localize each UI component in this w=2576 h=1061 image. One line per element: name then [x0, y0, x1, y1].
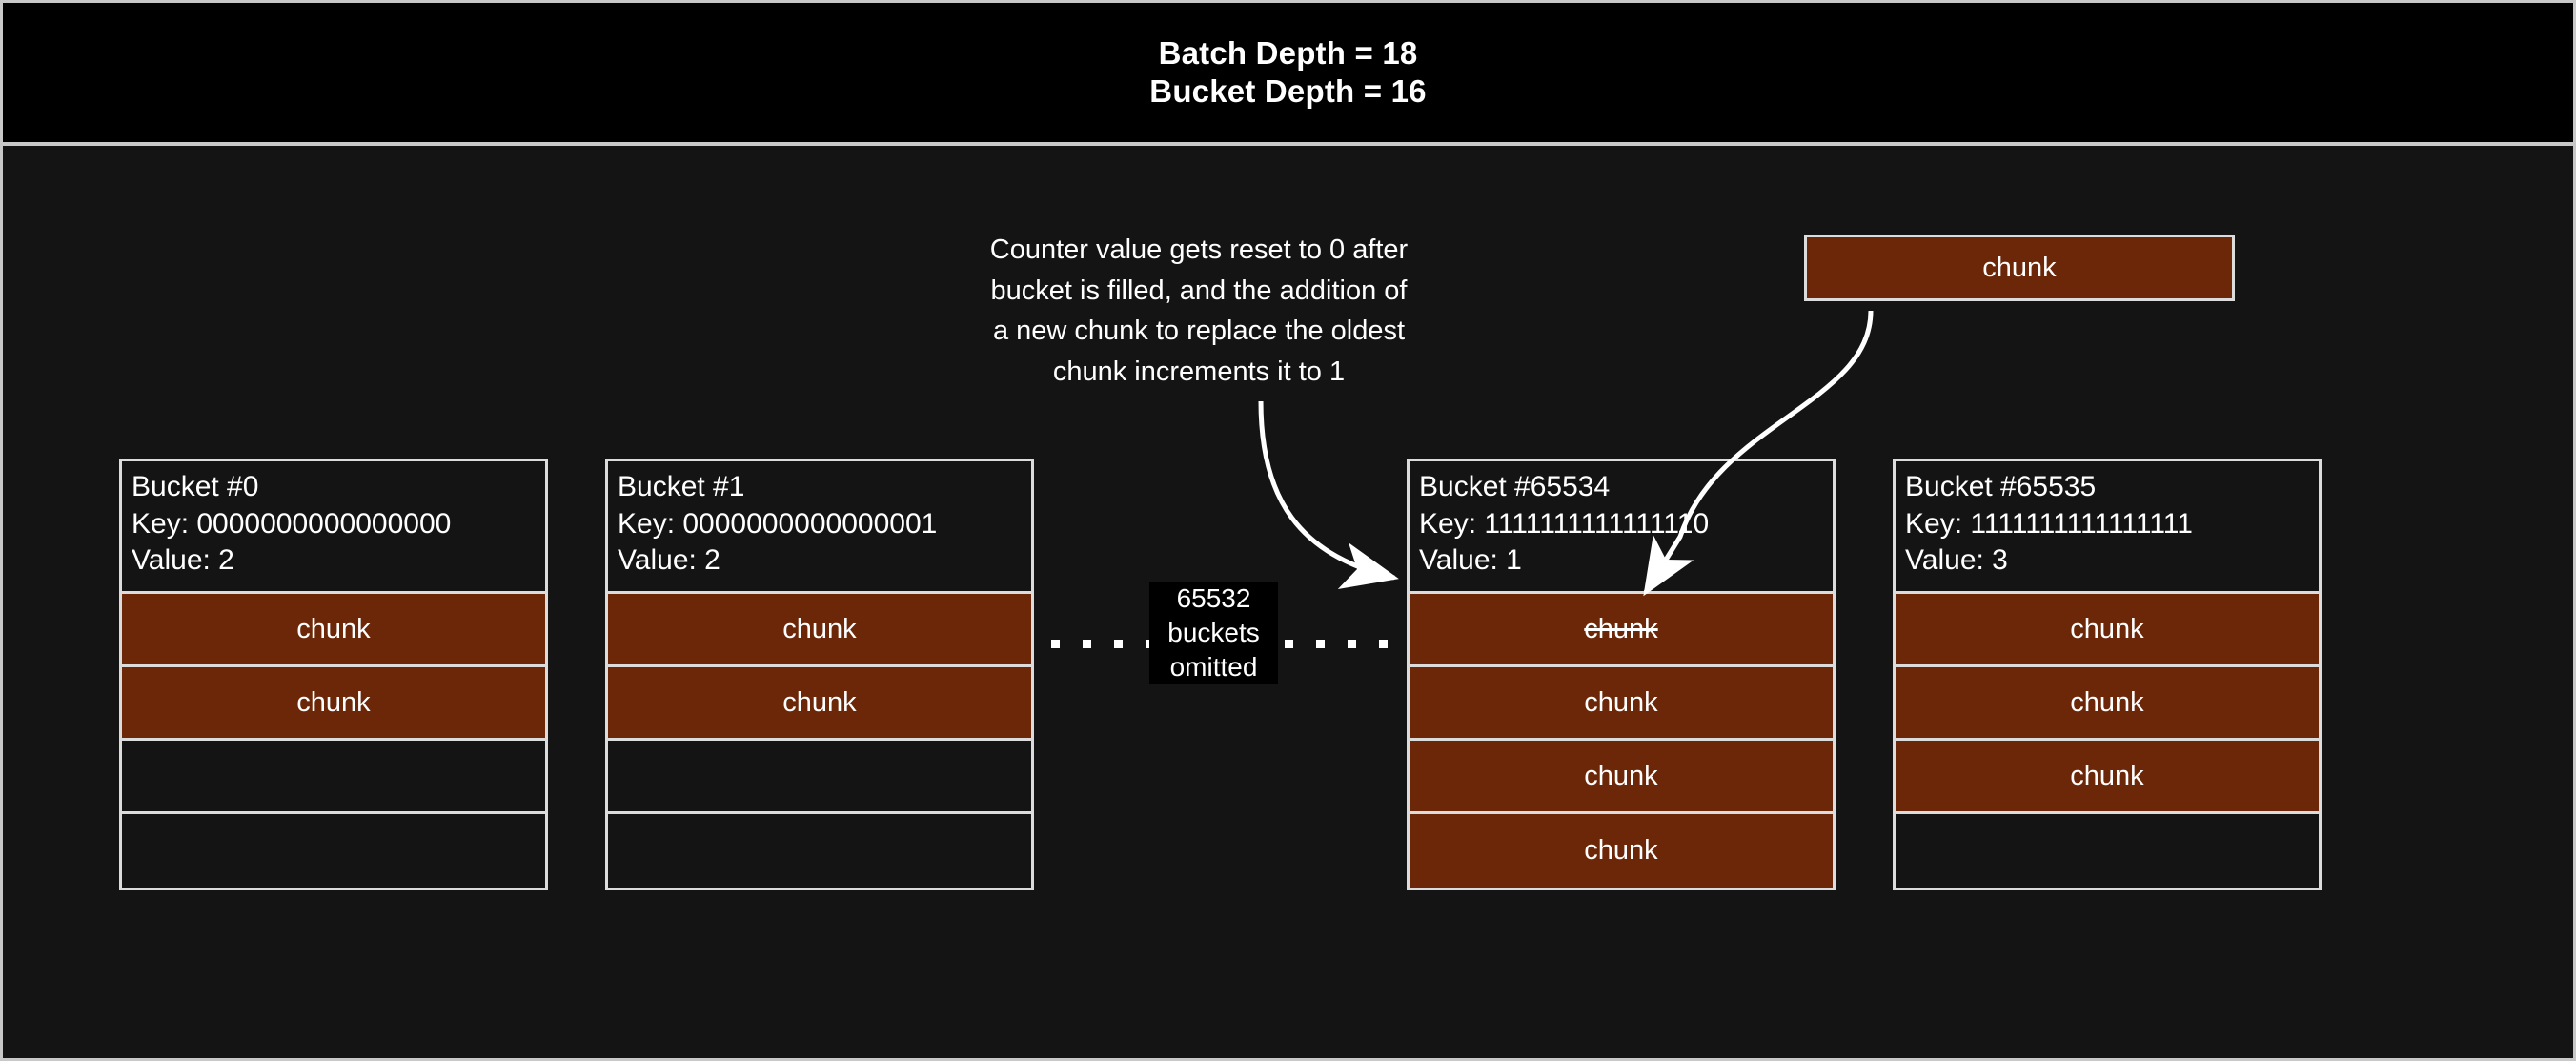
- bucket-value-65534: Value: 1: [1419, 544, 1522, 577]
- bucket-value-0: Value: 2: [132, 544, 234, 577]
- dot: [1316, 640, 1325, 648]
- bucket-title-1: Bucket #1: [618, 471, 745, 502]
- bucket-header-0: Bucket #0 Key: 0000000000000000 Value: 2: [122, 461, 545, 595]
- dot: [1285, 640, 1293, 648]
- bucket-key-65534: Key: 1111111111111110: [1419, 507, 1710, 540]
- annotation-line-2: bucket is filled, and the addition of: [990, 275, 1408, 306]
- bucket-slot: chunk: [122, 667, 545, 742]
- bucket-title-0: Bucket #0: [132, 471, 259, 502]
- bucket-slot-empty: [608, 741, 1031, 815]
- bucket-slot-empty: [122, 814, 545, 888]
- slot-label: chunk: [296, 613, 371, 644]
- bucket-title-65534: Bucket #65534: [1419, 471, 1611, 502]
- slot-label: chunk: [1584, 760, 1658, 791]
- incoming-chunk-label: chunk: [1982, 252, 2057, 283]
- slot-label: chunk: [1584, 686, 1658, 718]
- diagram-header: Batch Depth = 18 Bucket Depth = 16: [3, 3, 2573, 146]
- omitted-word: omitted: [1169, 651, 1258, 682]
- slot-label-struck: chunk: [1584, 613, 1658, 644]
- slot-label: chunk: [782, 686, 857, 718]
- bucket-slot-empty: [1896, 814, 2319, 888]
- bucket-key-1: Key: 0000000000000001: [618, 507, 938, 540]
- bucket-slot-empty: [608, 814, 1031, 888]
- annotation-line-1: Counter value gets reset to 0 after: [989, 235, 1409, 265]
- omitted-unit: buckets: [1167, 617, 1260, 647]
- slot-label: chunk: [782, 613, 857, 644]
- ellipsis-dots-left: [1051, 640, 1154, 648]
- slot-label: chunk: [2070, 760, 2144, 791]
- bucket-value-1: Value: 2: [618, 544, 720, 577]
- bucket-header-65534: Bucket #65534 Key: 1111111111111110 Valu…: [1410, 461, 1833, 595]
- annotation-text: Counter value gets reset to 0 after buck…: [913, 230, 1485, 393]
- bucket-slot: chunk: [1896, 594, 2319, 668]
- dot: [1348, 640, 1356, 648]
- bucket-slot: chunk: [1410, 741, 1833, 815]
- annotation-line-4: chunk increments it to 1: [1052, 356, 1346, 387]
- slot-label: chunk: [1584, 835, 1658, 867]
- ellipsis-dots-right: [1285, 640, 1388, 648]
- slot-label: chunk: [2070, 686, 2144, 718]
- dot: [1051, 640, 1060, 648]
- omitted-buckets-label: 65532 buckets omitted: [1149, 582, 1278, 684]
- bucket-slot: chunk: [1410, 667, 1833, 742]
- dot: [1114, 640, 1123, 648]
- dot: [1379, 640, 1388, 648]
- bucket-slot: chunk: [608, 594, 1031, 668]
- incoming-chunk-box: chunk: [1804, 235, 2235, 301]
- bucket-slot: chunk: [1410, 814, 1833, 888]
- bucket-slot-empty: [122, 741, 545, 815]
- bucket-key-65535: Key: 1111111111111111: [1905, 507, 2193, 540]
- bucket-card-65534: Bucket #65534 Key: 1111111111111110 Valu…: [1407, 459, 1836, 891]
- bucket-slot: chunk: [1896, 667, 2319, 742]
- bucket-header-65535: Bucket #65535 Key: 1111111111111111 Valu…: [1896, 461, 2319, 595]
- batch-depth-label: Batch Depth = 18: [1158, 34, 1418, 71]
- bucket-value-65535: Value: 3: [1905, 544, 2008, 577]
- dot: [1083, 640, 1091, 648]
- slot-label: chunk: [2070, 613, 2144, 644]
- bucket-card-65535: Bucket #65535 Key: 1111111111111111 Valu…: [1893, 459, 2322, 891]
- omitted-count: 65532: [1176, 583, 1251, 613]
- bucket-card-1: Bucket #1 Key: 0000000000000001 Value: 2…: [605, 459, 1034, 891]
- bucket-key-0: Key: 0000000000000000: [132, 507, 452, 540]
- bucket-title-65535: Bucket #65535: [1905, 471, 2097, 502]
- bucket-card-0: Bucket #0 Key: 0000000000000000 Value: 2…: [119, 459, 548, 891]
- bucket-slot: chunk: [122, 594, 545, 668]
- bucket-slot: chunk: [608, 667, 1031, 742]
- bucket-header-1: Bucket #1 Key: 0000000000000001 Value: 2: [608, 461, 1031, 595]
- bucket-depth-label: Bucket Depth = 16: [1149, 73, 1427, 109]
- annotation-line-3: a new chunk to replace the oldest: [992, 316, 1406, 347]
- bucket-slot-evicted: chunk: [1410, 594, 1833, 668]
- slot-label: chunk: [296, 686, 371, 718]
- arrow-annotation-to-bucket: [1258, 400, 1399, 590]
- bucket-slot: chunk: [1896, 741, 2319, 815]
